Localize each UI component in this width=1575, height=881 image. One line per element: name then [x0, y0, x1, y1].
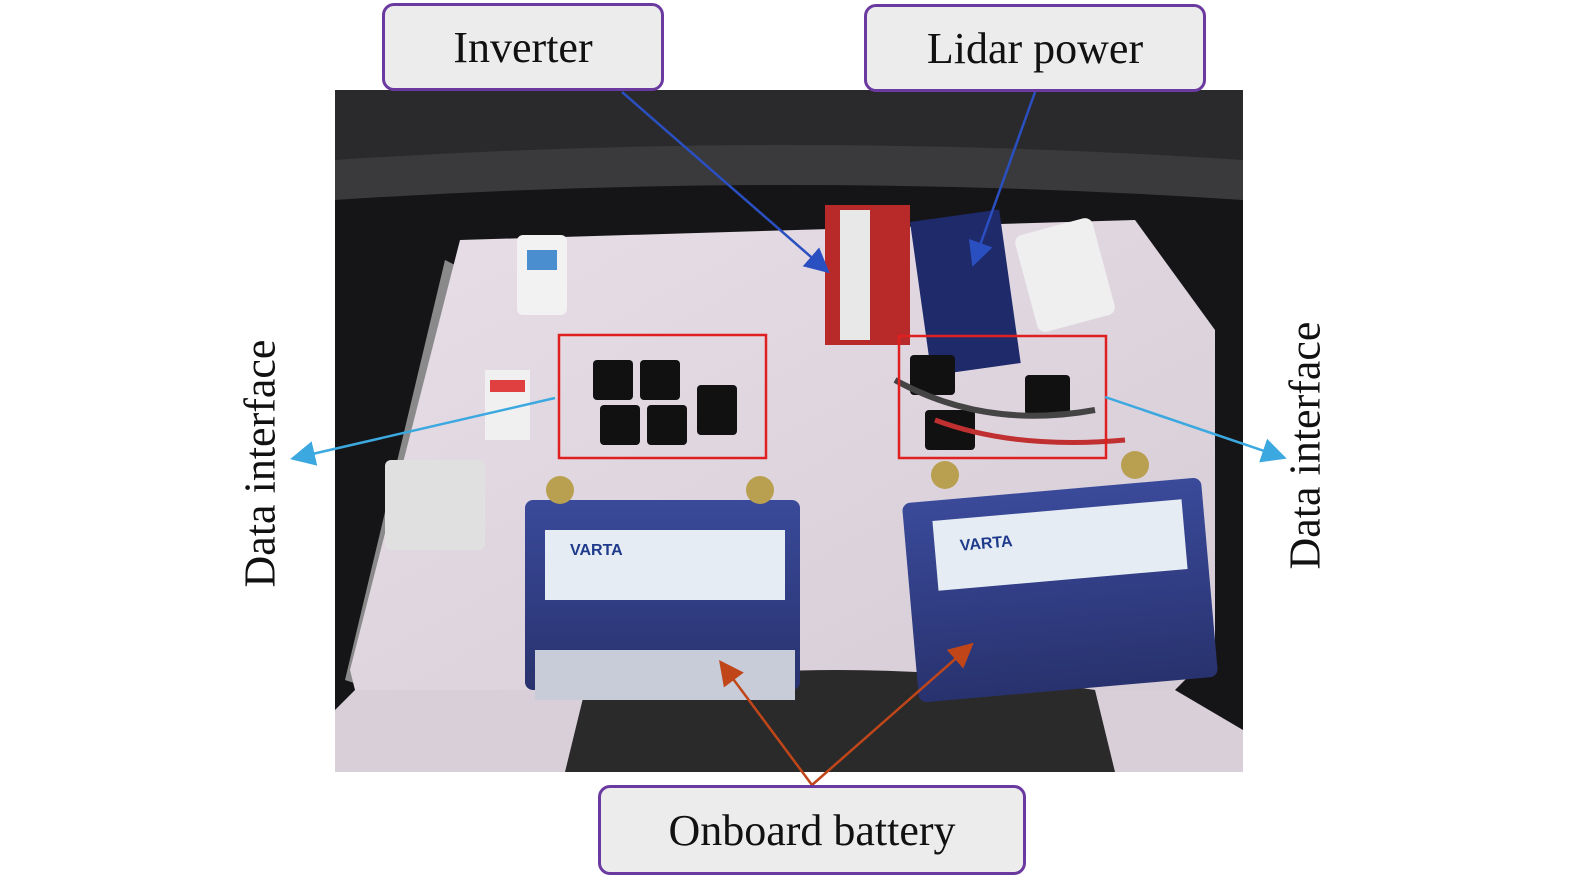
arrow-lidar-power	[968, 91, 1037, 267]
inverter-label: Inverter	[382, 3, 664, 91]
data-interface-right-label: Data interface	[1280, 321, 1330, 570]
battery-brand-right: VARTA	[959, 533, 1013, 555]
arrow-inverter	[621, 91, 830, 274]
highlight-right-connectors	[897, 334, 1108, 460]
arrow-data-interface-right	[1104, 395, 1287, 463]
onboard-battery-label: Onboard battery	[598, 785, 1026, 875]
arrow-battery-right	[811, 642, 974, 786]
arrow-data-interface-left	[290, 396, 556, 466]
trunk-photo: VARTA VARTA	[335, 90, 1243, 772]
arrow-battery-left	[719, 659, 814, 786]
highlight-left-connectors	[557, 333, 768, 460]
lidar-power-label: Lidar power	[864, 4, 1206, 92]
battery-brand-left: VARTA	[570, 542, 623, 559]
trunk-photo-drawing: VARTA VARTA	[335, 90, 1243, 772]
data-interface-left-label: Data interface	[235, 339, 285, 588]
